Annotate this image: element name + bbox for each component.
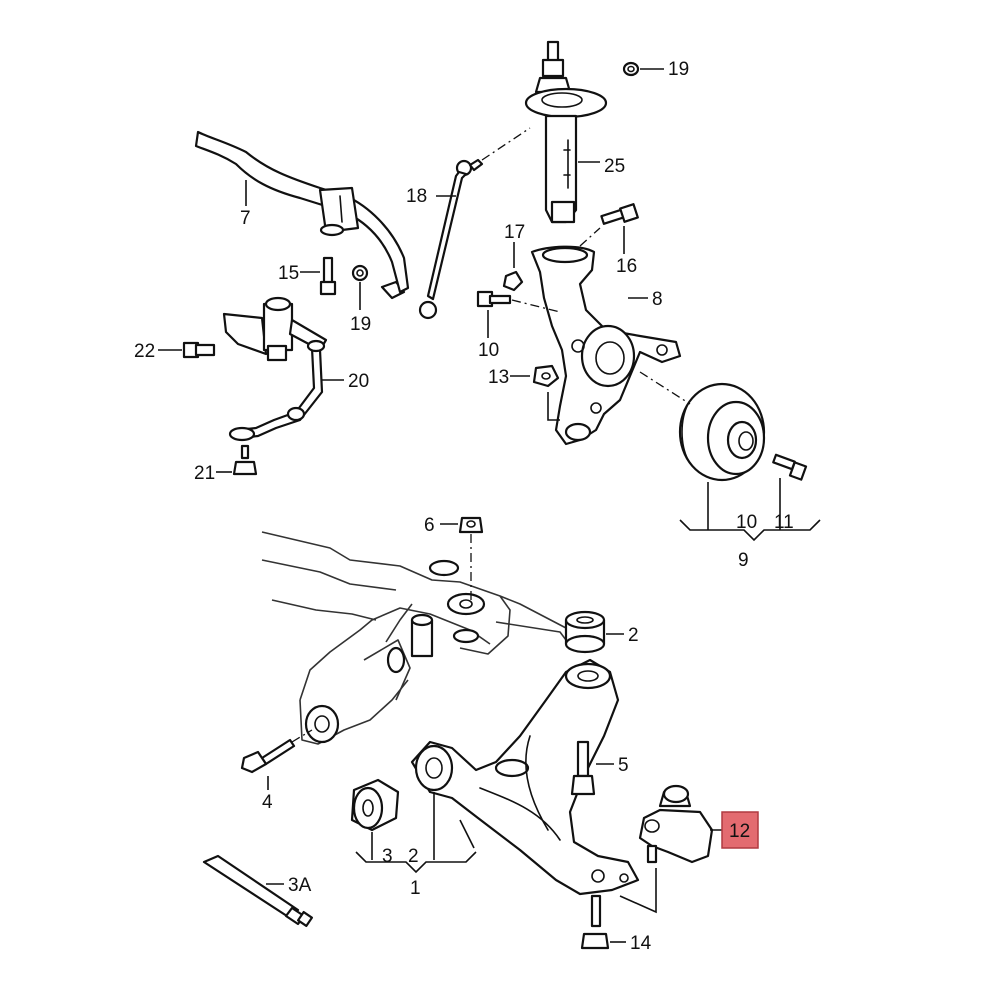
label-6: 6 <box>424 515 435 536</box>
label-18: 18 <box>406 186 427 207</box>
label-22: 22 <box>134 341 155 362</box>
label-10-bolt: 10 <box>478 340 499 361</box>
label-16: 16 <box>616 256 637 277</box>
nut-14 <box>580 894 610 950</box>
label-21: 21 <box>194 463 215 484</box>
bolt-22 <box>182 341 216 359</box>
bolt-5 <box>570 740 596 796</box>
label-7: 7 <box>240 208 251 229</box>
label-20: 20 <box>348 371 369 392</box>
label-25: 25 <box>604 156 625 177</box>
nut-13 <box>532 364 560 388</box>
bolt-4 <box>240 738 296 774</box>
bolt-16 <box>600 203 639 225</box>
bushing-2-right <box>564 610 606 654</box>
label-19-middle: 19 <box>350 314 371 335</box>
subframe <box>261 531 567 745</box>
label-3A: 3A <box>288 875 312 896</box>
stabilizer-bar <box>194 130 410 294</box>
wheel-bolt-11 <box>772 453 808 481</box>
bolt-10-left <box>476 290 512 308</box>
label-13: 13 <box>488 367 509 388</box>
label-11: 11 <box>774 512 794 533</box>
label-1: 1 <box>410 878 421 899</box>
label-19-top: 19 <box>668 59 689 80</box>
nut-19-middle <box>351 264 369 282</box>
grease-tube <box>202 854 314 928</box>
steering-knuckle <box>530 245 682 446</box>
label-8: 8 <box>652 289 663 310</box>
nut-6 <box>458 516 484 534</box>
bolt-15 <box>319 256 337 296</box>
nut-17 <box>502 270 524 292</box>
wheel-hub <box>678 382 766 482</box>
label-9: 9 <box>738 550 749 571</box>
control-arm <box>410 658 640 896</box>
label-12: 12 <box>729 821 750 842</box>
label-14: 14 <box>630 933 652 954</box>
label-2-left: 2 <box>408 846 419 867</box>
label-10-hub: 10 <box>736 512 757 533</box>
strut-assembly <box>524 40 608 224</box>
label-4: 4 <box>262 792 273 813</box>
label-17: 17 <box>504 222 525 243</box>
sensor-rod-20 <box>228 339 326 442</box>
label-3: 3 <box>382 846 393 867</box>
highlight-box-12 <box>721 811 759 849</box>
nut-21 <box>232 444 258 476</box>
bushing-3 <box>350 778 400 832</box>
label-15: 15 <box>278 263 299 284</box>
nut-19-top <box>622 61 640 77</box>
label-5: 5 <box>618 755 629 776</box>
label-2-right: 2 <box>628 625 639 646</box>
ball-joint <box>638 784 714 864</box>
